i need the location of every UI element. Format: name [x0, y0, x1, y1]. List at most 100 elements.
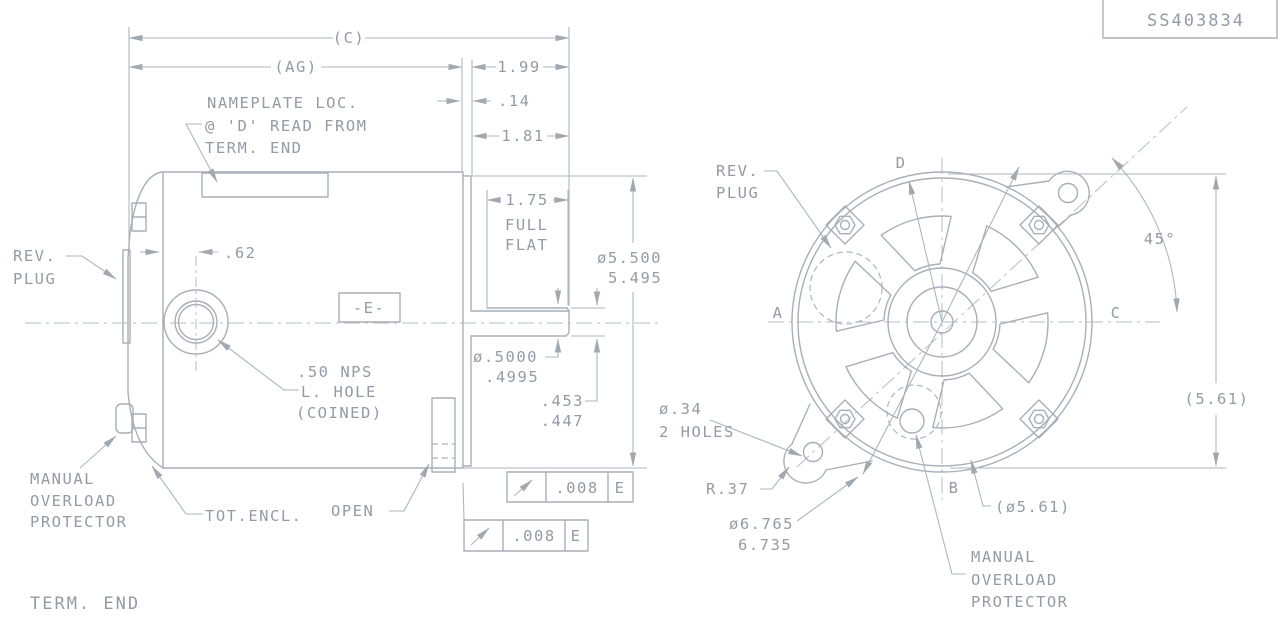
end-mop-1: MANUAL	[971, 548, 1036, 566]
title-block-border	[1102, 0, 1278, 39]
rev-plug-leader	[66, 255, 117, 280]
side-view-notes: NAMEPLATE LOC. @ 'D' READ FROM TERM. END…	[13, 94, 430, 614]
ear-hole	[802, 441, 824, 463]
dim-175: 1.75	[505, 191, 548, 209]
shaft-circle	[930, 310, 954, 334]
dim-5000: ø.5000	[473, 348, 538, 366]
mop-label-3: PROTECTOR	[30, 513, 128, 531]
motor-body	[162, 171, 464, 469]
overload-button	[115, 403, 134, 434]
mounting-ear-top-right	[1005, 170, 1090, 228]
hole-note-3: (COINED)	[296, 404, 383, 422]
hex-bolt	[1019, 399, 1059, 439]
open-leader	[389, 463, 430, 512]
end-mop-3: PROTECTOR	[971, 593, 1069, 611]
dim-dia561: (ø5.61)	[995, 498, 1071, 516]
dim-full: FULL	[505, 216, 548, 234]
radial-line-upper-right	[941, 166, 1020, 323]
hex-bolt	[1019, 205, 1059, 245]
hex-bolt	[825, 399, 865, 439]
runout-symbol-icon	[513, 479, 533, 497]
tot-encl-label: TOT.ENCL.	[205, 507, 303, 525]
rev-plug-shape	[122, 249, 131, 344]
term-end-bell	[127, 171, 164, 469]
end-rev-plug-leader	[764, 170, 832, 249]
fcf2-datum: E	[571, 527, 582, 545]
term-end-label: TERM. END	[30, 594, 140, 614]
end-view	[768, 106, 1188, 500]
nameplate-note-line1: NAMEPLATE LOC.	[207, 94, 359, 112]
drawing-number: SS403834	[1147, 11, 1245, 31]
shell-outer-circle	[791, 171, 1093, 473]
nameplate-leader	[185, 123, 218, 183]
side-view-dimensions: (C) (AG) 1.99 .14 1.81 1.75 FULL FLAT ø5…	[128, 27, 662, 469]
dim-5500: ø5.500	[597, 249, 662, 267]
dim-2holes: 2 HOLES	[659, 423, 735, 441]
hub-plate	[462, 175, 472, 467]
datum-e-box	[338, 292, 401, 323]
rev-plug-label-1: REV.	[13, 247, 56, 265]
end-view-dimensions: A B C D 45° (5.61) (ø5.61) ø.34 2 HOLES …	[659, 154, 1250, 611]
label-b: B	[949, 479, 960, 497]
dim-c: (C)	[333, 29, 366, 47]
shell-inner-circle	[797, 177, 1087, 467]
overload-button-circle	[899, 408, 925, 434]
label-d: D	[896, 154, 907, 172]
hole-leader	[217, 339, 299, 391]
end-mop-leader	[915, 434, 966, 575]
fcf2-tolerance: .008	[512, 527, 555, 545]
label-a: A	[773, 304, 784, 322]
label-c: C	[1111, 304, 1122, 322]
dim-561: (5.61)	[1185, 390, 1250, 408]
nameplate-note-line3: TERM. END	[205, 139, 303, 157]
ear-hole	[1057, 182, 1079, 204]
dim-6735: 6.735	[738, 536, 792, 554]
dim-45: 45°	[1144, 230, 1177, 248]
fcf-1: .008 E	[506, 471, 634, 503]
dia6765-leader	[796, 476, 859, 522]
mop-leader	[79, 435, 117, 469]
end-rev-plug-2: PLUG	[716, 184, 759, 202]
fcf1-datum: E	[615, 479, 626, 497]
vent-opening	[431, 397, 456, 473]
dim-r37: R.37	[706, 480, 749, 498]
hex-bolt	[825, 205, 865, 245]
hole-note-1: .50 NPS	[297, 363, 373, 381]
title-block: SS403834	[1102, 0, 1278, 39]
nameplate-note-line2: @ 'D' READ FROM	[205, 117, 367, 135]
end-rev-plug-1: REV.	[716, 162, 759, 180]
dim-62: .62	[224, 244, 257, 262]
mop-label-2: OVERLOAD	[30, 492, 117, 510]
overload-hidden-circle	[886, 384, 942, 440]
open-label: OPEN	[331, 502, 374, 520]
radial-line-lower-left	[862, 321, 943, 475]
dim-181: 1.81	[501, 127, 544, 145]
rev-plug-hidden-circle	[809, 251, 883, 325]
runout-symbol-icon	[470, 527, 490, 546]
fcf1-tolerance: .008	[555, 479, 598, 497]
mounting-ear-bottom-left	[783, 403, 873, 484]
rev-plug-label-2: PLUG	[13, 270, 56, 288]
hub-circle	[887, 267, 997, 377]
hole-note-2: L. HOLE	[301, 383, 377, 401]
dim-199: 1.99	[497, 58, 540, 76]
tot-encl-leader	[151, 465, 203, 515]
end-mop-2: OVERLOAD	[971, 571, 1058, 589]
dim-14: .14	[498, 92, 531, 110]
dim-4995: .4995	[485, 368, 539, 386]
dia34-leader	[709, 419, 803, 457]
dia561-leader	[970, 459, 991, 507]
fcf-2: .008 E	[462, 482, 589, 552]
bearing-circle	[906, 286, 978, 358]
dim-dia34: ø.34	[659, 400, 702, 418]
feature-control-frames: .008 E .008 E	[462, 471, 634, 552]
dim-flat: FLAT	[505, 236, 548, 254]
datum-e-label: -E-	[353, 299, 386, 317]
shaft	[470, 307, 570, 337]
dim-447: .447	[541, 412, 584, 430]
end-centerline-45	[796, 106, 1188, 468]
r37-leader	[760, 466, 790, 490]
mop-label-1: MANUAL	[30, 470, 95, 488]
